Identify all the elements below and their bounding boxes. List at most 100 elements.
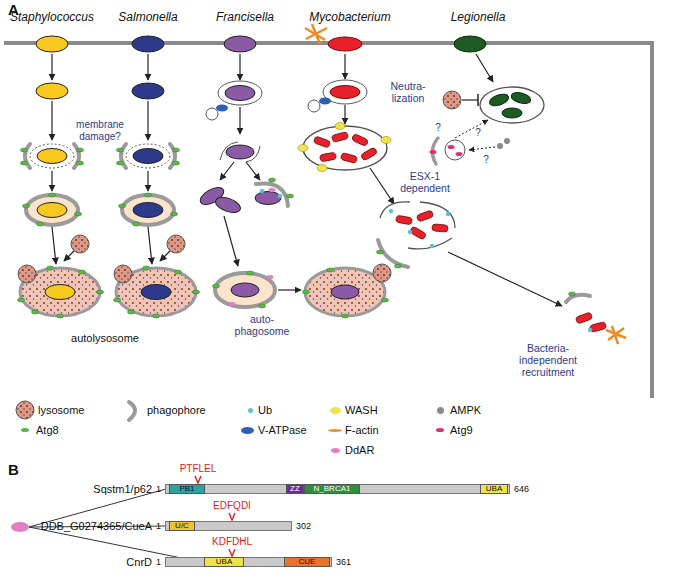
- mycobacterium-pathway-part: [351, 133, 368, 146]
- mycobacterium-pathway-part: [305, 24, 327, 44]
- francisella-pathway-part: [382, 298, 389, 302]
- organism-name: Salmonella: [118, 11, 177, 25]
- domain-label: CUE: [285, 558, 329, 566]
- legionella-pathway-part: [502, 108, 522, 118]
- legend-swatch: [330, 407, 341, 414]
- mycobacterium-pathway-part: [319, 98, 331, 105]
- mycobacterium-pathway-part: [395, 264, 402, 268]
- francisella-pathway-part: [255, 192, 281, 205]
- mycobacterium-pathway-part: [331, 132, 348, 143]
- organism-name: Mycobacterium: [309, 11, 390, 25]
- mycobacterium-pathway-part: [320, 152, 337, 162]
- panel-b-shapes-part: [229, 513, 235, 520]
- legend-swatch: [21, 428, 29, 433]
- francisella-pathway-part: [206, 108, 218, 120]
- legionella-pathway-part: [455, 120, 488, 138]
- francisella-pathway-part: [214, 194, 243, 215]
- francisella-pathway-part: [278, 289, 301, 290]
- legend-swatch: [437, 407, 444, 414]
- francisella-pathway-part: [342, 314, 349, 318]
- legend-swatch: [241, 427, 254, 434]
- panel-b-shapes-part: [11, 522, 29, 532]
- francisella-pathway-part: [239, 107, 240, 134]
- mycobacterium-pathway-part: [344, 105, 345, 124]
- legionella-pathway-part: [510, 91, 532, 106]
- legend-swatch: [328, 429, 342, 432]
- francisella-pathway-part: [215, 273, 275, 307]
- residue-number: 302: [296, 521, 311, 531]
- mycobacterium-pathway-part: [344, 54, 345, 79]
- francisella-pathway-part: [327, 268, 334, 272]
- legend-label: Atg9: [450, 424, 473, 436]
- process-note: Bacteria- independent recruitment: [512, 342, 584, 378]
- legionella-pathway-part: [477, 94, 479, 106]
- mycobacterium-pathway-part: [606, 326, 626, 344]
- protein-name: Sqstm1/p62: [93, 483, 152, 495]
- legend-shapes-part: [129, 402, 135, 420]
- panel-letter: B: [8, 461, 19, 478]
- domain-label: ZZ: [287, 485, 303, 493]
- protein-bar: PB1ZZN_BRCA1UBASqstm1/p62: [165, 484, 510, 494]
- legionella-pathway-part: [448, 145, 455, 149]
- francisella-pathway-part: [224, 216, 238, 266]
- legend-shapes-part: [16, 401, 34, 419]
- legend-label: Ub: [258, 404, 272, 416]
- legionella-pathway-part: [497, 143, 503, 149]
- legionella-pathway-part: [462, 99, 478, 100]
- legend-label: phagophore: [147, 404, 206, 416]
- legionella-pathway-part: [488, 92, 510, 108]
- legend-label: Atg8: [36, 424, 59, 436]
- mycobacterium-pathway-part: [335, 123, 345, 130]
- structure-label: auto- phagosome: [234, 313, 290, 337]
- francisella-pathway-part: [259, 304, 266, 308]
- mycobacterium-pathway-part: [446, 212, 450, 216]
- francisella-pathway-part: [247, 271, 254, 275]
- legend-label: WASH: [345, 404, 378, 416]
- residue-number: 1: [156, 557, 161, 567]
- domain-box: N_BRCA1: [304, 484, 360, 494]
- domain-label: N_BRCA1: [305, 485, 359, 493]
- mycobacterium-pathway-part: [396, 215, 413, 225]
- panel-b-shapes-part: [195, 476, 201, 483]
- mycobacterium-pathway-part: [328, 37, 362, 51]
- mycobacterium-pathway-part: [377, 250, 384, 254]
- francisella-pathway-part: [278, 194, 282, 198]
- francisella-pathway-part: [256, 183, 288, 206]
- legionella-pathway-part: [454, 36, 486, 52]
- legend-label: V-ATPase: [258, 424, 307, 436]
- francisella-pathway-part: [260, 189, 264, 193]
- domain-box: U/C: [169, 521, 195, 531]
- domain-box: UBA: [204, 557, 244, 567]
- domain-label: UBA: [481, 485, 507, 493]
- mycobacterium-pathway-part: [360, 147, 377, 161]
- legionella-pathway: [430, 36, 545, 164]
- legionella-pathway-part: [476, 54, 493, 82]
- motif-label: KDFDHL: [212, 536, 252, 548]
- mycobacterium-pathway-part: [566, 295, 590, 302]
- francisella-pathway-part: [303, 290, 310, 294]
- francisella-pathway-part: [269, 188, 276, 192]
- mycobacterium-pathway-part: [330, 86, 360, 99]
- residue-number: 1: [156, 484, 161, 494]
- structure-label: autolysosome: [71, 332, 139, 345]
- panel-b-shapes-part: [229, 549, 235, 556]
- legend-label: F-actin: [345, 424, 379, 436]
- francisella-pathway-part: [246, 162, 260, 180]
- domain-label: U/C: [170, 522, 194, 530]
- motif-label: EDFQDI: [213, 500, 251, 512]
- legend-label: lysosome: [38, 404, 84, 416]
- residue-number: 1: [156, 521, 161, 531]
- process-note: membrane damage?: [72, 119, 128, 142]
- mycobacterium-pathway-part: [416, 210, 433, 222]
- protein-bar: U/CDDB_G0274365/CueA: [165, 521, 292, 531]
- francisella-pathway-part: [373, 264, 391, 282]
- mycobacterium-pathway-part: [380, 202, 410, 218]
- legend-shapes: [16, 401, 135, 420]
- organism-name: Staphylococcus: [10, 11, 94, 25]
- legend-label: AMPK: [450, 404, 481, 416]
- question-mark: ?: [483, 154, 489, 166]
- domain-label: PB1: [170, 485, 204, 493]
- legend-swatch: [248, 408, 253, 413]
- legionella-pathway-part: [469, 147, 495, 150]
